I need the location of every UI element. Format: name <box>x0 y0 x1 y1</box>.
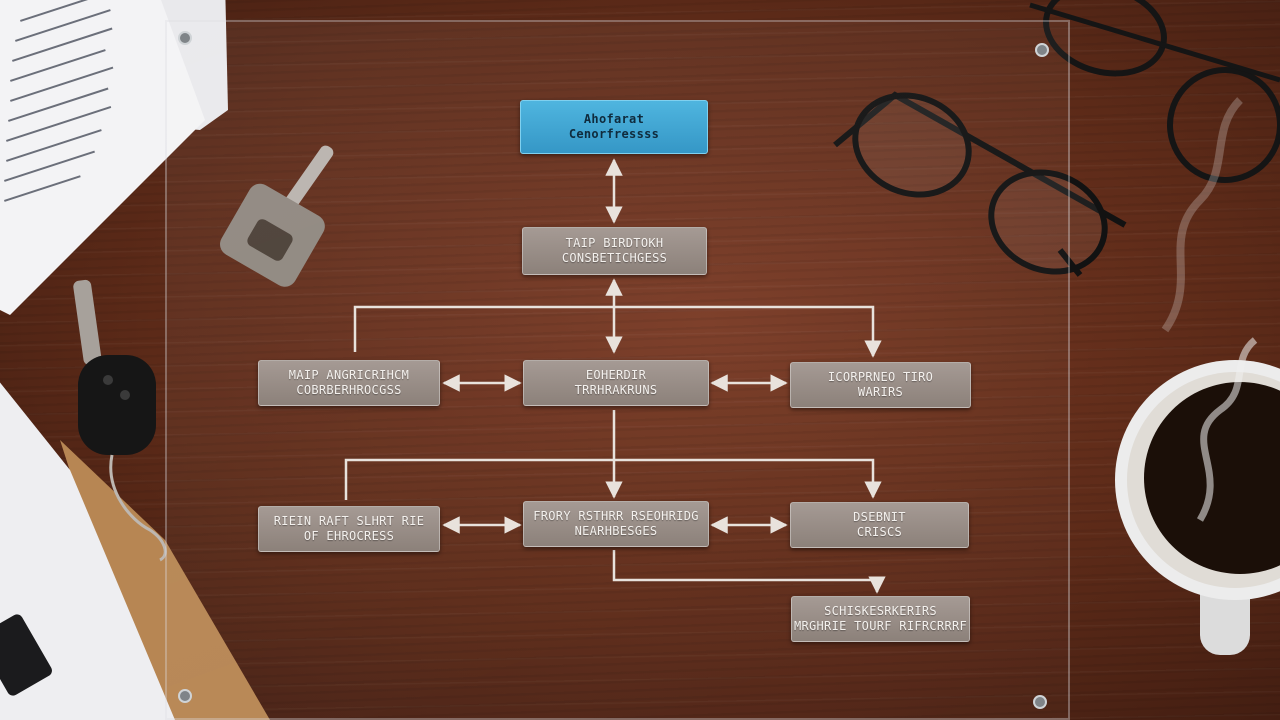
flow-node-row4-center: FRORY RSTHRR RSEOHRIDG NEARHBESGES <box>523 501 709 547</box>
flow-node-top-line1: Ahofarat <box>583 112 645 126</box>
car-key <box>73 279 167 562</box>
key <box>220 145 334 287</box>
flow-node-row4-center-line2: NEARHBESGES <box>574 524 658 538</box>
flow-node-row3-right-line2: WARIRS <box>857 385 904 399</box>
flow-node-row3-center-line1: EOHERDIR <box>585 368 647 382</box>
flow-node-row3-left-line1: MAIP ANGRICRIHCM <box>288 368 410 382</box>
flow-node-row3-center-line2: TRRHRAKRUNS <box>574 383 658 397</box>
flow-node-level2: TAIP BIRDTOKH CONSBETICHGESS <box>522 227 707 275</box>
flow-node-row4-left-line1: RIEIN RAFT SLHRT RIE <box>273 514 425 528</box>
flow-node-row3-left: MAIP ANGRICRIHCM COBRBERHROCGSS <box>258 360 440 406</box>
flow-node-row3-center: EOHERDIR TRRHRAKRUNS <box>523 360 709 406</box>
phone <box>0 614 52 696</box>
paper-stack <box>0 0 228 315</box>
flow-node-top: Ahofarat Cenorfressss <box>520 100 708 154</box>
flow-node-row3-right: ICORPRNEO TIRO WARIRS <box>790 362 971 408</box>
flow-node-row4-left-line2: OF EHROCRESS <box>303 529 395 543</box>
flow-node-row3-left-line2: COBRBERHROCGSS <box>296 383 402 397</box>
flow-node-top-line2: Cenorfressss <box>568 127 660 141</box>
flow-node-row4-right: DSEBNIT CRISCS <box>790 502 969 548</box>
envelope <box>60 440 270 720</box>
flow-node-row4-right-line2: CRISCS <box>856 525 903 539</box>
flow-node-row4-right-line1: DSEBNIT <box>853 510 906 524</box>
glasses-2 <box>1029 0 1280 183</box>
flow-node-bottom: SCHISKESRKERIRS MRGHRIE TOURF RIFRCRRRF <box>791 596 970 642</box>
flow-node-bottom-line2: MRGHRIE TOURF RIFRCRRRF <box>793 619 968 633</box>
glasses <box>833 91 1127 277</box>
flow-node-level2-line2: CONSBETICHGESS <box>561 251 668 265</box>
flow-node-row4-center-line1: FRORY RSTHRR RSEOHRIDG <box>533 509 699 523</box>
flow-node-row3-right-line1: ICORPRNEO TIRO <box>827 370 934 384</box>
paper-sheet <box>0 382 175 720</box>
flow-node-row4-left: RIEIN RAFT SLHRT RIE OF EHROCRESS <box>258 506 440 552</box>
flow-node-level2-line1: TAIP BIRDTOKH <box>565 236 664 250</box>
flow-node-bottom-line1: SCHISKESRKERIRS <box>824 604 937 618</box>
coffee-cup <box>1115 97 1280 655</box>
